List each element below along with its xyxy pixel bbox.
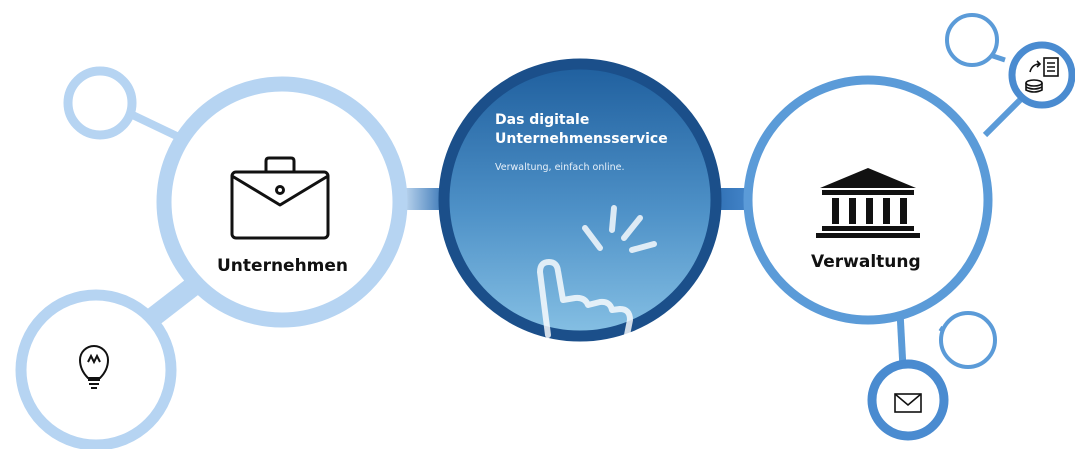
center-title-line1: Das digitale [495,112,590,128]
node-unternehmen-label: Unternehmen [217,256,349,276]
pointing-hand-click-icon [537,205,657,343]
satellite-bottom-right-small [939,311,997,369]
government-building-icon [816,168,920,238]
connector-bottom-right [896,311,907,369]
center-title-line2: Unternehmensservice [495,131,668,147]
center-subtitle: Verwaltung, einfach online. [495,162,625,173]
lightbulb-icon [78,345,110,389]
connector-left-center [398,188,448,210]
satellite-top-left [63,66,137,140]
connector-top-right [982,92,1028,138]
satellite-bottom-right [867,359,949,441]
documents-exchange-icon [1025,57,1059,93]
connector-bottom-left [145,276,203,326]
center-circle [438,58,722,342]
node-unternehmen [156,76,408,328]
envelope-icon [894,393,922,413]
briefcase-icon [230,156,330,240]
satellite-top-right-small [945,13,999,67]
satellite-top-right [1008,41,1075,109]
node-verwaltung-label: Verwaltung [811,252,921,272]
satellite-bottom-left [15,289,177,449]
